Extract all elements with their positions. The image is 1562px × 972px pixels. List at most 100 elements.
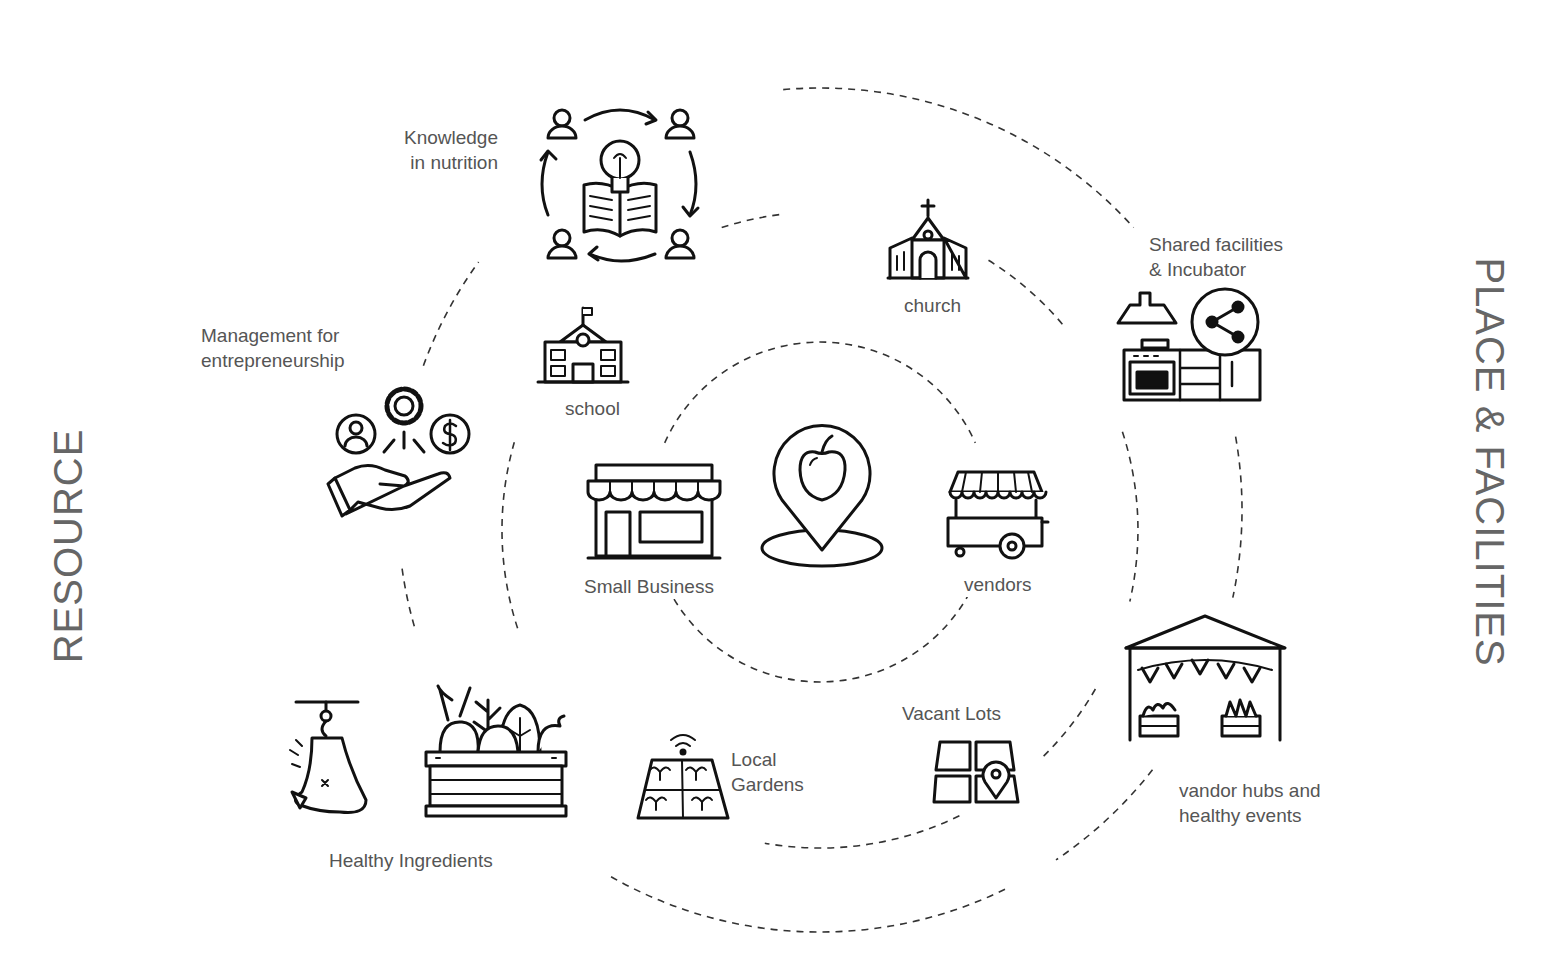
tent-icon-part — [1126, 647, 1284, 650]
garden-icon-part — [638, 760, 728, 818]
vegetable-crate-icon-part — [430, 780, 562, 794]
knowledge-icon-part — [554, 110, 570, 126]
church-icon-part — [912, 240, 944, 278]
dashed-ring-arc — [989, 260, 1064, 325]
church-icon-part — [897, 252, 959, 270]
cart-icon-part — [956, 500, 1036, 518]
school-icon-part — [551, 366, 565, 376]
kitchen-icon-part — [1212, 307, 1238, 337]
knowledge-icon-part — [666, 246, 694, 258]
vacant-lots-icon-part — [936, 742, 970, 770]
vegetable-crate-icon-part — [426, 752, 566, 766]
garden-icon-part — [646, 760, 720, 818]
side-heading: RESOURCE — [46, 429, 90, 664]
knowledge-icon-part — [601, 141, 639, 179]
management-icon-part — [350, 422, 362, 434]
school-icon — [538, 308, 628, 382]
knowledge-icon-part — [542, 152, 548, 215]
dashed-ring-arc — [783, 88, 1133, 228]
kitchen-icon-part — [1137, 372, 1167, 388]
apple-pin-icon-part — [822, 436, 832, 452]
tent-icon-part — [1126, 616, 1285, 648]
vegetable-crate-icon-part — [430, 766, 562, 806]
cart-icon-part — [962, 472, 1032, 492]
kitchen-icon-part — [1180, 350, 1232, 400]
dashed-ring-arc — [609, 876, 1005, 933]
school-icon-part — [577, 334, 589, 346]
apple-pin-icon — [762, 425, 882, 566]
school-icon-part — [551, 350, 565, 360]
kitchen-icon-part — [1142, 340, 1168, 348]
church-icon — [888, 200, 968, 278]
meat-icon-part — [290, 740, 302, 767]
tent-icon-part — [1143, 703, 1175, 716]
meat-icon-part — [325, 702, 328, 710]
vegetable-crate-icon-part — [538, 716, 564, 752]
vegetable-crate-icon — [426, 686, 566, 816]
tent-icon-part — [1140, 725, 1260, 727]
dashed-ring-arc — [722, 214, 782, 227]
management-icon-part — [337, 415, 375, 453]
church-icon-part — [912, 218, 944, 240]
management-icon-part — [335, 465, 450, 514]
garden-icon-part — [646, 767, 712, 810]
kitchen-icon-part — [1118, 293, 1176, 323]
management-icon — [328, 389, 469, 516]
meat-icon-part — [295, 738, 366, 813]
management-icon-part — [345, 437, 367, 446]
store-icon-part — [596, 465, 712, 481]
church-icon-part — [924, 231, 932, 239]
dashed-ring-arc — [402, 569, 414, 627]
school-icon-part — [583, 308, 592, 315]
store-icon-part — [610, 481, 698, 493]
store-icon-part — [596, 500, 712, 556]
school-icon-part — [538, 381, 628, 384]
kitchen-icon-part — [1130, 362, 1174, 394]
icon-label: Local Gardens — [729, 747, 825, 797]
tent-icon-part — [1138, 660, 1272, 670]
knowledge-icon-part — [690, 152, 696, 215]
vegetable-crate-icon-part — [478, 726, 518, 752]
apple-pin-icon-part — [774, 425, 870, 550]
vegetable-crate-icon-part — [426, 806, 566, 816]
management-icon-part — [443, 420, 456, 450]
knowledge-icon-part — [683, 207, 698, 216]
knowledge-icon-part — [612, 178, 628, 192]
apple-pin-icon-part — [800, 452, 845, 500]
meat-icon-part — [322, 721, 326, 736]
knowledge-icon-part — [590, 196, 650, 220]
kitchen-icon-part — [1124, 350, 1260, 400]
knowledge-icon-part — [548, 126, 576, 138]
vegetable-crate-icon-part — [436, 757, 556, 759]
dashed-ring-arc — [423, 262, 478, 366]
dashed-ring-arc — [765, 816, 960, 848]
knowledge-icon — [541, 110, 698, 261]
tent-icon-part — [1130, 648, 1280, 740]
dashed-rings — [402, 88, 1242, 932]
diagram-art-part — [290, 110, 1285, 818]
dashed-ring-arc — [1041, 689, 1096, 759]
icon-label: Knowledge in nutrition — [388, 125, 500, 175]
knowledge-icon-part — [672, 110, 688, 126]
management-icon-part — [431, 415, 469, 453]
dashed-ring-arc — [1056, 770, 1153, 860]
knowledge-icon-part — [554, 230, 570, 246]
management-icon-part — [384, 432, 424, 452]
knowledge-icon-part — [666, 126, 694, 138]
school-icon-part — [545, 342, 621, 382]
store-icon-part — [588, 557, 720, 560]
knowledge-icon-part — [646, 112, 656, 124]
meat-icon-part — [322, 780, 328, 786]
icon-label: church — [902, 293, 963, 318]
church-icon-part — [920, 252, 936, 278]
cart-icon-part — [1042, 521, 1048, 524]
store-icon-part — [640, 512, 702, 542]
kitchen-icon — [1118, 289, 1260, 400]
vacant-lots-icon-part — [992, 770, 1000, 778]
meat-icon-part — [292, 792, 306, 808]
school-icon-part — [601, 366, 615, 376]
church-icon-part — [927, 200, 930, 216]
meat-icon — [290, 702, 366, 813]
cart-icon — [948, 472, 1048, 558]
tent-icon — [1126, 616, 1285, 740]
